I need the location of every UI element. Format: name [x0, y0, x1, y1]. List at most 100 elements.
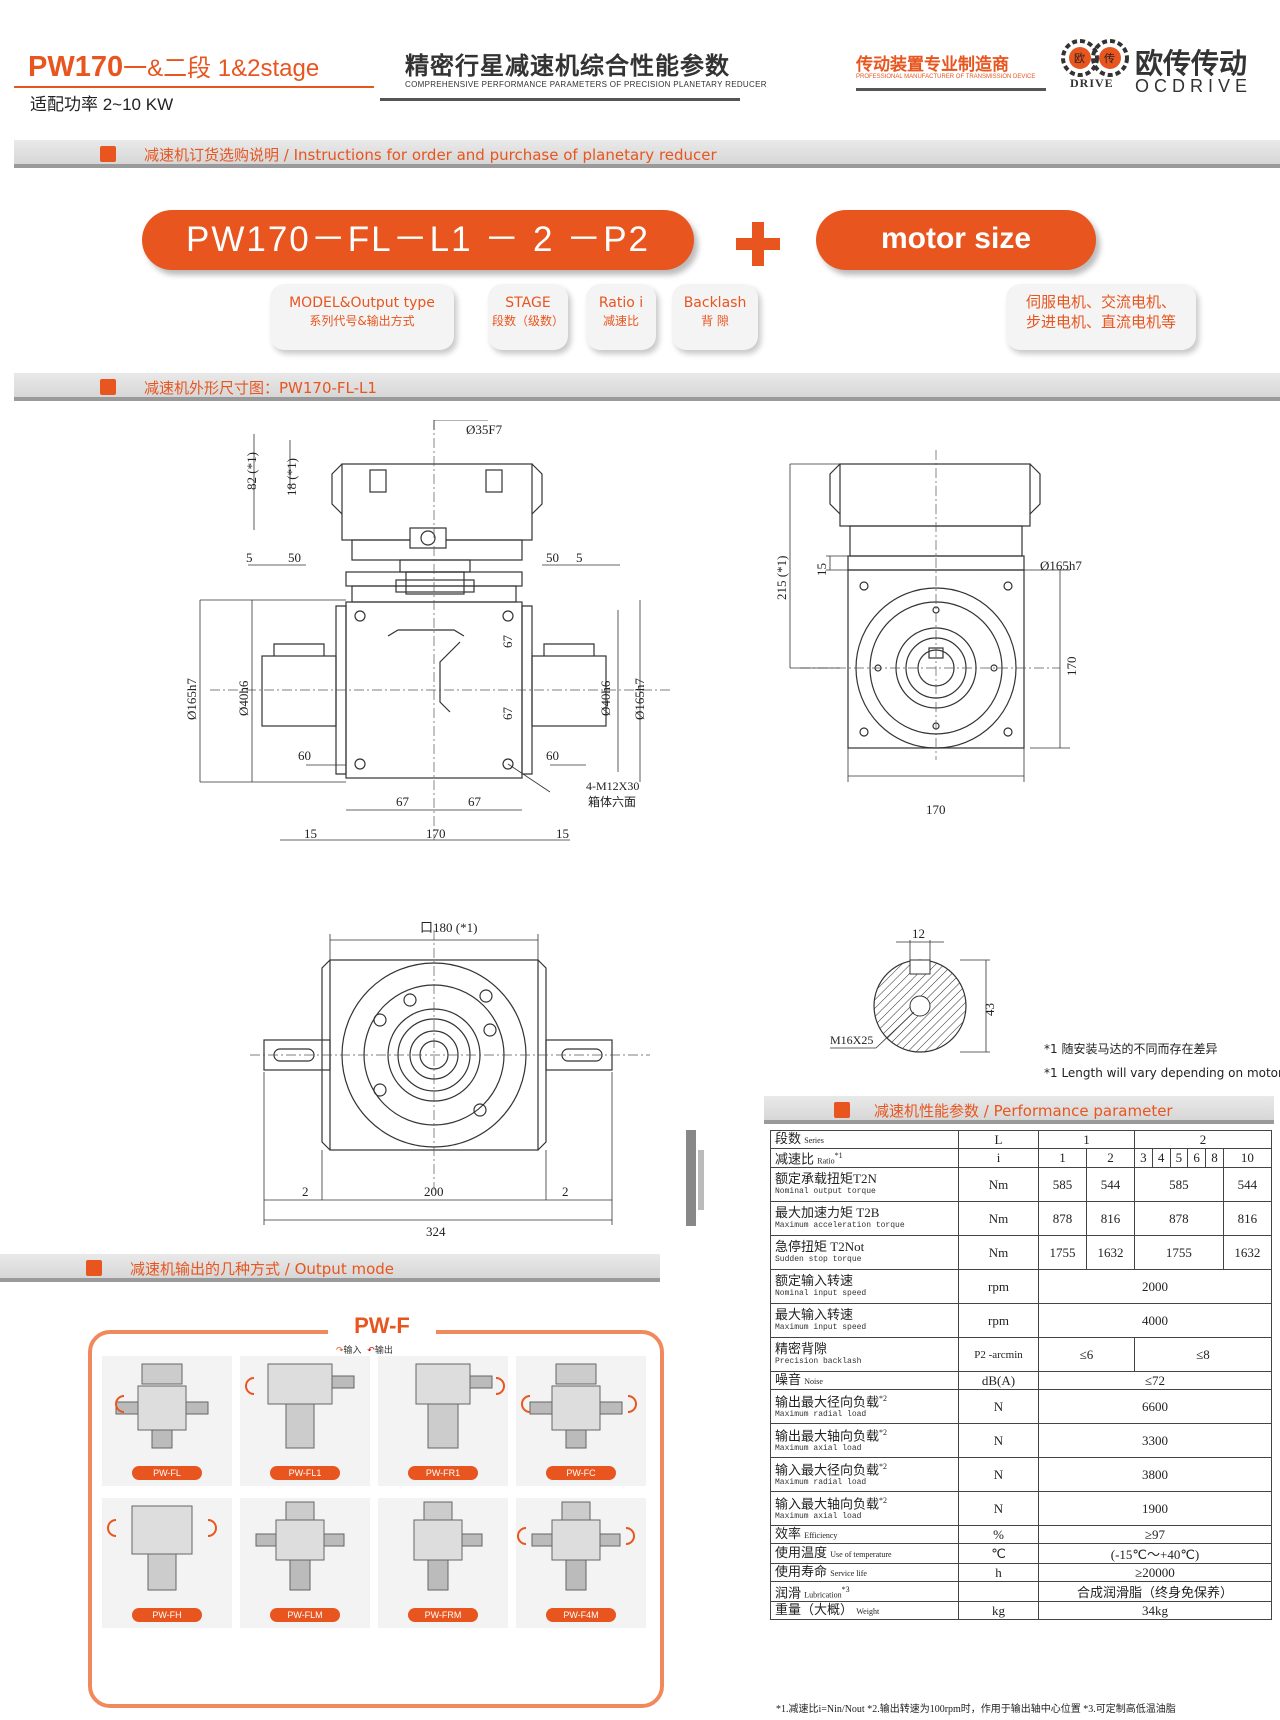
- title-underline: [14, 86, 374, 88]
- dim-50-left: 50: [288, 550, 301, 565]
- mode-cell-fl: PW-FL: [102, 1356, 232, 1486]
- mode-label: PW-FL1: [270, 1466, 340, 1480]
- shaft-section-drawing: 12 43 M16X25: [830, 926, 997, 1053]
- thread-spec: M16X25: [830, 1033, 873, 1047]
- section-bar-order: 减速机订货选购说明 / Instructions for order and p…: [14, 140, 1280, 168]
- section-title-order: 减速机订货选购说明 / Instructions for order and p…: [144, 146, 717, 164]
- gearbox-icon: [413, 1501, 483, 1591]
- mode-label: PW-FRM: [408, 1608, 478, 1622]
- dim-5-left: 5: [246, 550, 253, 565]
- tag-ratio-cn: 减速比: [602, 314, 639, 328]
- gearbox-icon: [245, 1363, 355, 1449]
- tag-backlash-cn: 背 隙: [701, 314, 729, 328]
- output-arrow-icon: ↶: [367, 1346, 375, 1356]
- gearbox-icon: [115, 1363, 209, 1449]
- table-row: 润滑 Lubrication*3 合成润滑脂（终身免保养）: [770, 1581, 1272, 1603]
- dim-2-right: 2: [562, 1184, 569, 1199]
- dim-170-side-v: 170: [1064, 657, 1079, 677]
- dim-50-right: 50: [546, 550, 559, 565]
- brand-en-left: DRIVE: [1070, 76, 1114, 90]
- dim-15-right: 15: [556, 826, 569, 841]
- holes-note: 箱体六面: [588, 794, 636, 809]
- dim-170-bottom: 170: [426, 826, 446, 841]
- tag-model-cn: 系列代号&输出方式: [309, 314, 415, 328]
- mode-label: PW-F4M: [546, 1608, 616, 1622]
- note-1-en: *1 Length will vary depending on motor: [1044, 1066, 1280, 1080]
- dim-15-side: 15: [814, 563, 829, 576]
- table-row: 噪音 Noise dB(A) ≤72: [770, 1371, 1272, 1391]
- dim-40-left: Ø40h6: [236, 680, 251, 716]
- tag-ratio: Ratio i 减速比: [586, 284, 656, 350]
- brand-mark-left: 欧: [1074, 52, 1085, 65]
- slogan-en: PROFESSIONAL MANUFACTURER OF TRANSMISSIO…: [856, 74, 1036, 80]
- mode-cell-fl1: PW-FL1: [240, 1356, 370, 1486]
- section-title-performance: 减速机性能参数 / Performance parameter: [874, 1102, 1173, 1120]
- gearbox-icon: [415, 1363, 505, 1449]
- gearbox-icon: [107, 1505, 217, 1591]
- dim-324: 324: [426, 1224, 446, 1239]
- mode-label: PW-FL: [132, 1466, 202, 1480]
- tag-backlash: Backlash 背 隙: [672, 284, 758, 350]
- dim-2-left: 2: [302, 1184, 309, 1199]
- decor-bar: [698, 1150, 704, 1210]
- gearbox-icon: [255, 1501, 345, 1591]
- tag-model-en: MODEL&Output type: [289, 295, 435, 311]
- brand-en-right: OCDRIVE: [1135, 76, 1253, 96]
- motor-types-line1: 伺服电机、交流电机、: [1025, 293, 1176, 311]
- tag-stage-cn: 段数（级数）: [491, 314, 564, 328]
- tag-motor-types: 伺服电机、交流电机、 步进电机、直流电机等: [1006, 284, 1196, 350]
- section-title-dimension: 减速机外形尺寸图：PW170-FL-L1: [144, 379, 377, 397]
- holes-spec: 4-M12X30: [586, 779, 639, 793]
- dim-60-left: 60: [298, 748, 311, 763]
- row-label-cn: 段数: [775, 1131, 802, 1146]
- dim-67-bottom-left: 67: [396, 794, 410, 809]
- slogan-rule: [856, 88, 1046, 91]
- table-row: 重量（大概） Weight kg 34kg: [770, 1601, 1272, 1621]
- decor-bar: [686, 1130, 696, 1226]
- table-row: 减速比 Ratio*1 i 1 2 3 4 5 6 8 10: [770, 1147, 1273, 1169]
- mode-cell-fh: PW-FH: [102, 1498, 232, 1628]
- mode-label: PW-FR1: [408, 1466, 478, 1480]
- section-square-icon: [834, 1102, 850, 1118]
- legend-input: 输入: [343, 1346, 362, 1356]
- tag-model: MODEL&Output type 系列代号&输出方式: [270, 284, 454, 350]
- dim-40-right: Ø40h6: [598, 680, 613, 716]
- dim-200: 200: [424, 1184, 444, 1199]
- dim-165-side: Ø165h7: [1040, 558, 1082, 573]
- dim-67-upper: 67: [500, 635, 515, 649]
- mode-cell-fr1: PW-FR1: [378, 1356, 508, 1486]
- section-bar-dimension: 减速机外形尺寸图：PW170-FL-L1: [14, 373, 1280, 401]
- brand-name: 欧传传动: [1135, 47, 1248, 80]
- dim-square-180: 口180 (*1): [420, 920, 477, 935]
- model-title: PW170一&二段 1&2stage: [28, 51, 320, 83]
- stage-label: 一&二段 1&2stage: [123, 55, 320, 82]
- brand-mark-right: 传: [1104, 52, 1115, 65]
- dim-165-left: Ø165h7: [184, 678, 199, 720]
- slogan: 传动装置专业制造商: [856, 55, 1009, 75]
- gearbox-icon: [517, 1501, 635, 1591]
- mode-cell-fc: PW-FC: [516, 1356, 646, 1486]
- dim-bore: Ø35F7: [466, 422, 503, 437]
- mode-cell-frm: PW-FRM: [378, 1498, 508, 1628]
- tag-stage: STAGE 段数（级数）: [488, 284, 568, 350]
- page-title-en: COMPREHENSIVE PERFORMANCE PARAMETERS OF …: [405, 80, 767, 89]
- plus-icon: [736, 222, 780, 266]
- section-square-icon: [100, 379, 116, 395]
- mode-label: PW-FC: [546, 1466, 616, 1480]
- dim-key-12: 12: [912, 926, 925, 941]
- row-label-cn: 减速比: [775, 1151, 815, 1167]
- dim-5-right: 5: [576, 550, 583, 565]
- dim-18: 18 (*1): [284, 458, 299, 496]
- mode-label: PW-FLM: [270, 1608, 340, 1622]
- dim-key-43: 43: [982, 1003, 997, 1016]
- order-code: PW170－FL－L1 － 2 －P2: [142, 210, 694, 270]
